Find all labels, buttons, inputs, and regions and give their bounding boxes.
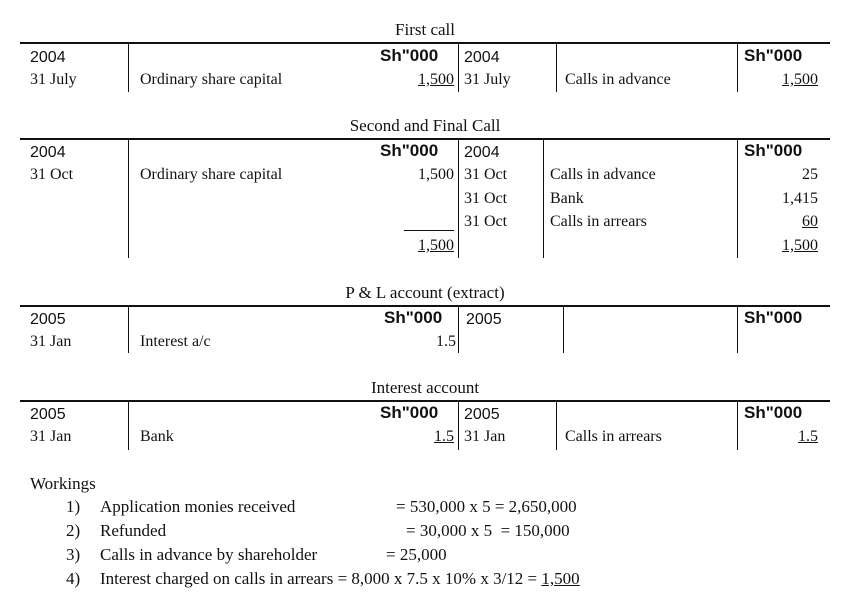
cr-unit-header: Sh"000 (744, 403, 803, 422)
workings-item-label: Calls in advance by shareholder (100, 545, 318, 564)
cr-year: 2004 (464, 144, 500, 161)
column-divider (737, 140, 738, 258)
workings-item-number: 2) (66, 521, 81, 540)
dr-description: Bank (140, 428, 174, 445)
workings-item-4-line: Interest charged on calls in arrears = 8… (100, 568, 580, 590)
cr-total: 1,500 (782, 237, 818, 254)
cr-date: 31 Oct (464, 213, 508, 230)
cr-description: Bank (550, 190, 584, 207)
workings-item-number: 3) (66, 545, 81, 564)
column-divider (543, 140, 544, 258)
dr-amount: 1,500 (418, 71, 454, 88)
cr-description: Calls in advance (550, 166, 656, 183)
column-divider (556, 44, 557, 92)
ledger-top-rule (20, 305, 830, 307)
ledger-title-first-call: First call (395, 20, 455, 39)
ledger-title-second-call: Second and Final Call (349, 116, 501, 135)
dr-unit-header: Sh"000 (384, 308, 443, 327)
dr-description: Interest a/c (140, 333, 211, 350)
dr-date: 31 July (30, 71, 77, 88)
ledger-center-divider (458, 140, 459, 258)
column-divider (737, 402, 738, 450)
workings-item-calc: = 30,000 x 5 = 150,000 (406, 521, 570, 540)
cr-year: 2005 (464, 406, 500, 423)
subtotal-rule (404, 230, 454, 231)
cr-description: Calls in arrears (550, 213, 647, 230)
cr-unit-header: Sh"000 (744, 141, 803, 160)
dr-date: 31 Jan (30, 428, 72, 445)
workings-item-calc: = 530,000 x 5 = 2,650,000 (396, 497, 577, 516)
dr-unit-header: Sh"000 (380, 46, 439, 65)
cr-amount: 1,415 (782, 190, 818, 207)
dr-description: Ordinary share capital (140, 166, 283, 183)
dr-total: 1,500 (418, 237, 454, 254)
column-divider (563, 307, 564, 353)
column-divider (737, 44, 738, 92)
dr-date: 31 Jan (30, 333, 72, 350)
cr-description: Calls in arrears (565, 428, 662, 445)
cr-year: 2005 (466, 311, 502, 328)
workings-item-calc: = 25,000 (386, 545, 447, 564)
cr-amount: 60 (802, 213, 818, 230)
column-divider (556, 402, 557, 450)
dr-unit-header: Sh"000 (380, 141, 439, 160)
ledger-top-rule (20, 138, 830, 140)
workings-item-calc: = 8,000 x 7.5 x 10% x 3/12 = (337, 569, 542, 588)
cr-unit-header: Sh"000 (744, 308, 803, 327)
column-divider (128, 402, 129, 450)
ledger-center-divider (458, 402, 459, 450)
cr-amount: 25 (802, 166, 818, 183)
cr-date: 31 July (464, 71, 511, 88)
ledger-center-divider (458, 307, 459, 353)
ledger-top-rule (20, 400, 830, 402)
ledger-center-divider (458, 44, 459, 92)
dr-year: 2005 (30, 311, 66, 328)
workings-item-label: Application monies received (100, 497, 296, 516)
cr-date: 31 Jan (464, 428, 506, 445)
dr-amount: 1,500 (418, 166, 454, 183)
dr-year: 2004 (30, 49, 66, 66)
cr-amount: 1.5 (798, 428, 818, 445)
dr-unit-header: Sh"000 (380, 403, 439, 422)
cr-description: Calls in advance (565, 71, 671, 88)
dr-year: 2005 (30, 406, 66, 423)
dr-date: 31 Oct (30, 166, 74, 183)
ledger-top-rule (20, 42, 830, 44)
dr-amount: 1.5 (434, 428, 454, 445)
workings-item-number: 4) (66, 569, 81, 588)
ledger-title-pl-account: P & L account (extract) (345, 283, 505, 302)
cr-amount: 1,500 (782, 71, 818, 88)
workings-heading: Workings (30, 474, 96, 493)
dr-year: 2004 (30, 144, 66, 161)
workings-item-label: Interest charged on calls in arrears (100, 569, 334, 588)
ledger-title-interest-account: Interest account (370, 378, 480, 397)
workings-item-result: 1,500 (541, 569, 580, 588)
cr-date: 31 Oct (464, 166, 508, 183)
dr-description: Ordinary share capital (140, 71, 283, 88)
workings-item-label: Refunded (100, 521, 167, 540)
column-divider (128, 307, 129, 353)
column-divider (128, 140, 129, 258)
cr-year: 2004 (464, 49, 500, 66)
cr-date: 31 Oct (464, 190, 508, 207)
dr-amount: 1.5 (436, 333, 456, 350)
column-divider (128, 44, 129, 92)
column-divider (737, 307, 738, 353)
cr-unit-header: Sh"000 (744, 46, 803, 65)
workings-item-number: 1) (66, 497, 81, 516)
